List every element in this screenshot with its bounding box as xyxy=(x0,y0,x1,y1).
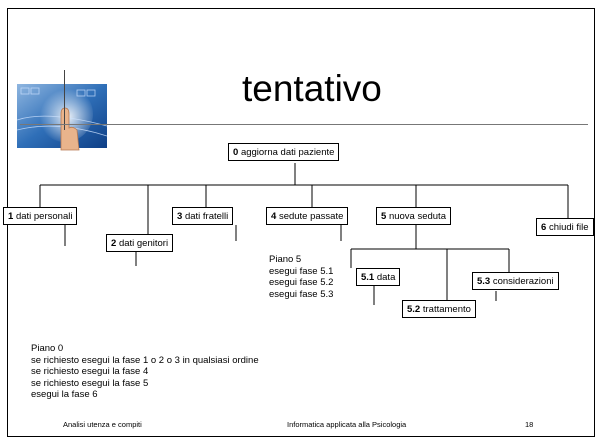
plan-line: se richiesto esegui la fase 5 xyxy=(31,377,149,389)
slide-title: tentativo xyxy=(242,68,382,109)
title-underline xyxy=(20,124,588,125)
task-number: 4 xyxy=(271,211,277,222)
task-0-box: 0 aggiorna dati paziente xyxy=(228,143,340,161)
page-number: 18 xyxy=(525,420,534,429)
task-number: 1 xyxy=(8,211,14,222)
plan-5: Piano 5 esegui fase 5.1 esegui fase 5.2 … xyxy=(269,254,333,300)
decorative-vertical-line xyxy=(64,70,65,130)
task-label: trattamento xyxy=(422,304,471,315)
task-number: 5.2 xyxy=(407,304,421,315)
footer-center: Informatica applicata alla Psicologia xyxy=(287,420,407,429)
task-4-box: 4 sedute passate xyxy=(266,207,349,225)
task-label: aggiorna dati paziente xyxy=(240,147,335,158)
task-1-box: 1 dati personali xyxy=(3,207,78,225)
task-number: 2 xyxy=(111,238,117,249)
plan-line: se richiesto esegui la fase 1 o 2 o 3 in… xyxy=(31,354,259,366)
task-3-box: 3 dati fratelli xyxy=(172,207,234,225)
task-label: data xyxy=(376,272,396,283)
task-label: dati personali xyxy=(15,211,73,222)
task-label: dati genitori xyxy=(118,238,169,249)
task-number: 3 xyxy=(177,211,183,222)
task-label: chiudi file xyxy=(548,222,589,233)
plan-line: Piano 0 xyxy=(31,343,64,354)
task-number: 6 xyxy=(541,222,547,233)
task-2-box: 2 dati genitori xyxy=(106,234,174,252)
task-5-3-box: 5.3 considerazioni xyxy=(472,272,559,290)
task-number: 0 xyxy=(233,147,239,158)
plan-line: esegui la fase 6 xyxy=(31,389,98,401)
task-label: sedute passate xyxy=(278,211,344,222)
task-label: considerazioni xyxy=(492,276,554,287)
task-number: 5.1 xyxy=(361,272,375,283)
plan-line: esegui fase 5.2 xyxy=(269,277,334,289)
task-5-2-box: 5.2 trattamento xyxy=(402,300,476,318)
plan-line: esegui fase 5.3 xyxy=(269,288,334,300)
plan-line: Piano 5 xyxy=(269,254,302,265)
plan-line: se richiesto esegui la fase 4 xyxy=(31,366,149,378)
task-6-box: 6 chiudi file xyxy=(536,218,594,236)
task-label: dati fratelli xyxy=(184,211,229,222)
plan-line: esegui fase 5.1 xyxy=(269,265,334,277)
footer-left: Analisi utenza e compiti xyxy=(63,420,142,429)
task-5-box: 5 nuova seduta xyxy=(376,207,451,225)
task-5-1-box: 5.1 data xyxy=(356,268,401,286)
plan-0: Piano 0 se richiesto esegui la fase 1 o … xyxy=(31,343,259,401)
task-number: 5.3 xyxy=(477,276,491,287)
task-number: 5 xyxy=(381,211,387,222)
task-label: nuova seduta xyxy=(388,211,446,222)
hand-touch-logo-icon xyxy=(17,84,107,151)
